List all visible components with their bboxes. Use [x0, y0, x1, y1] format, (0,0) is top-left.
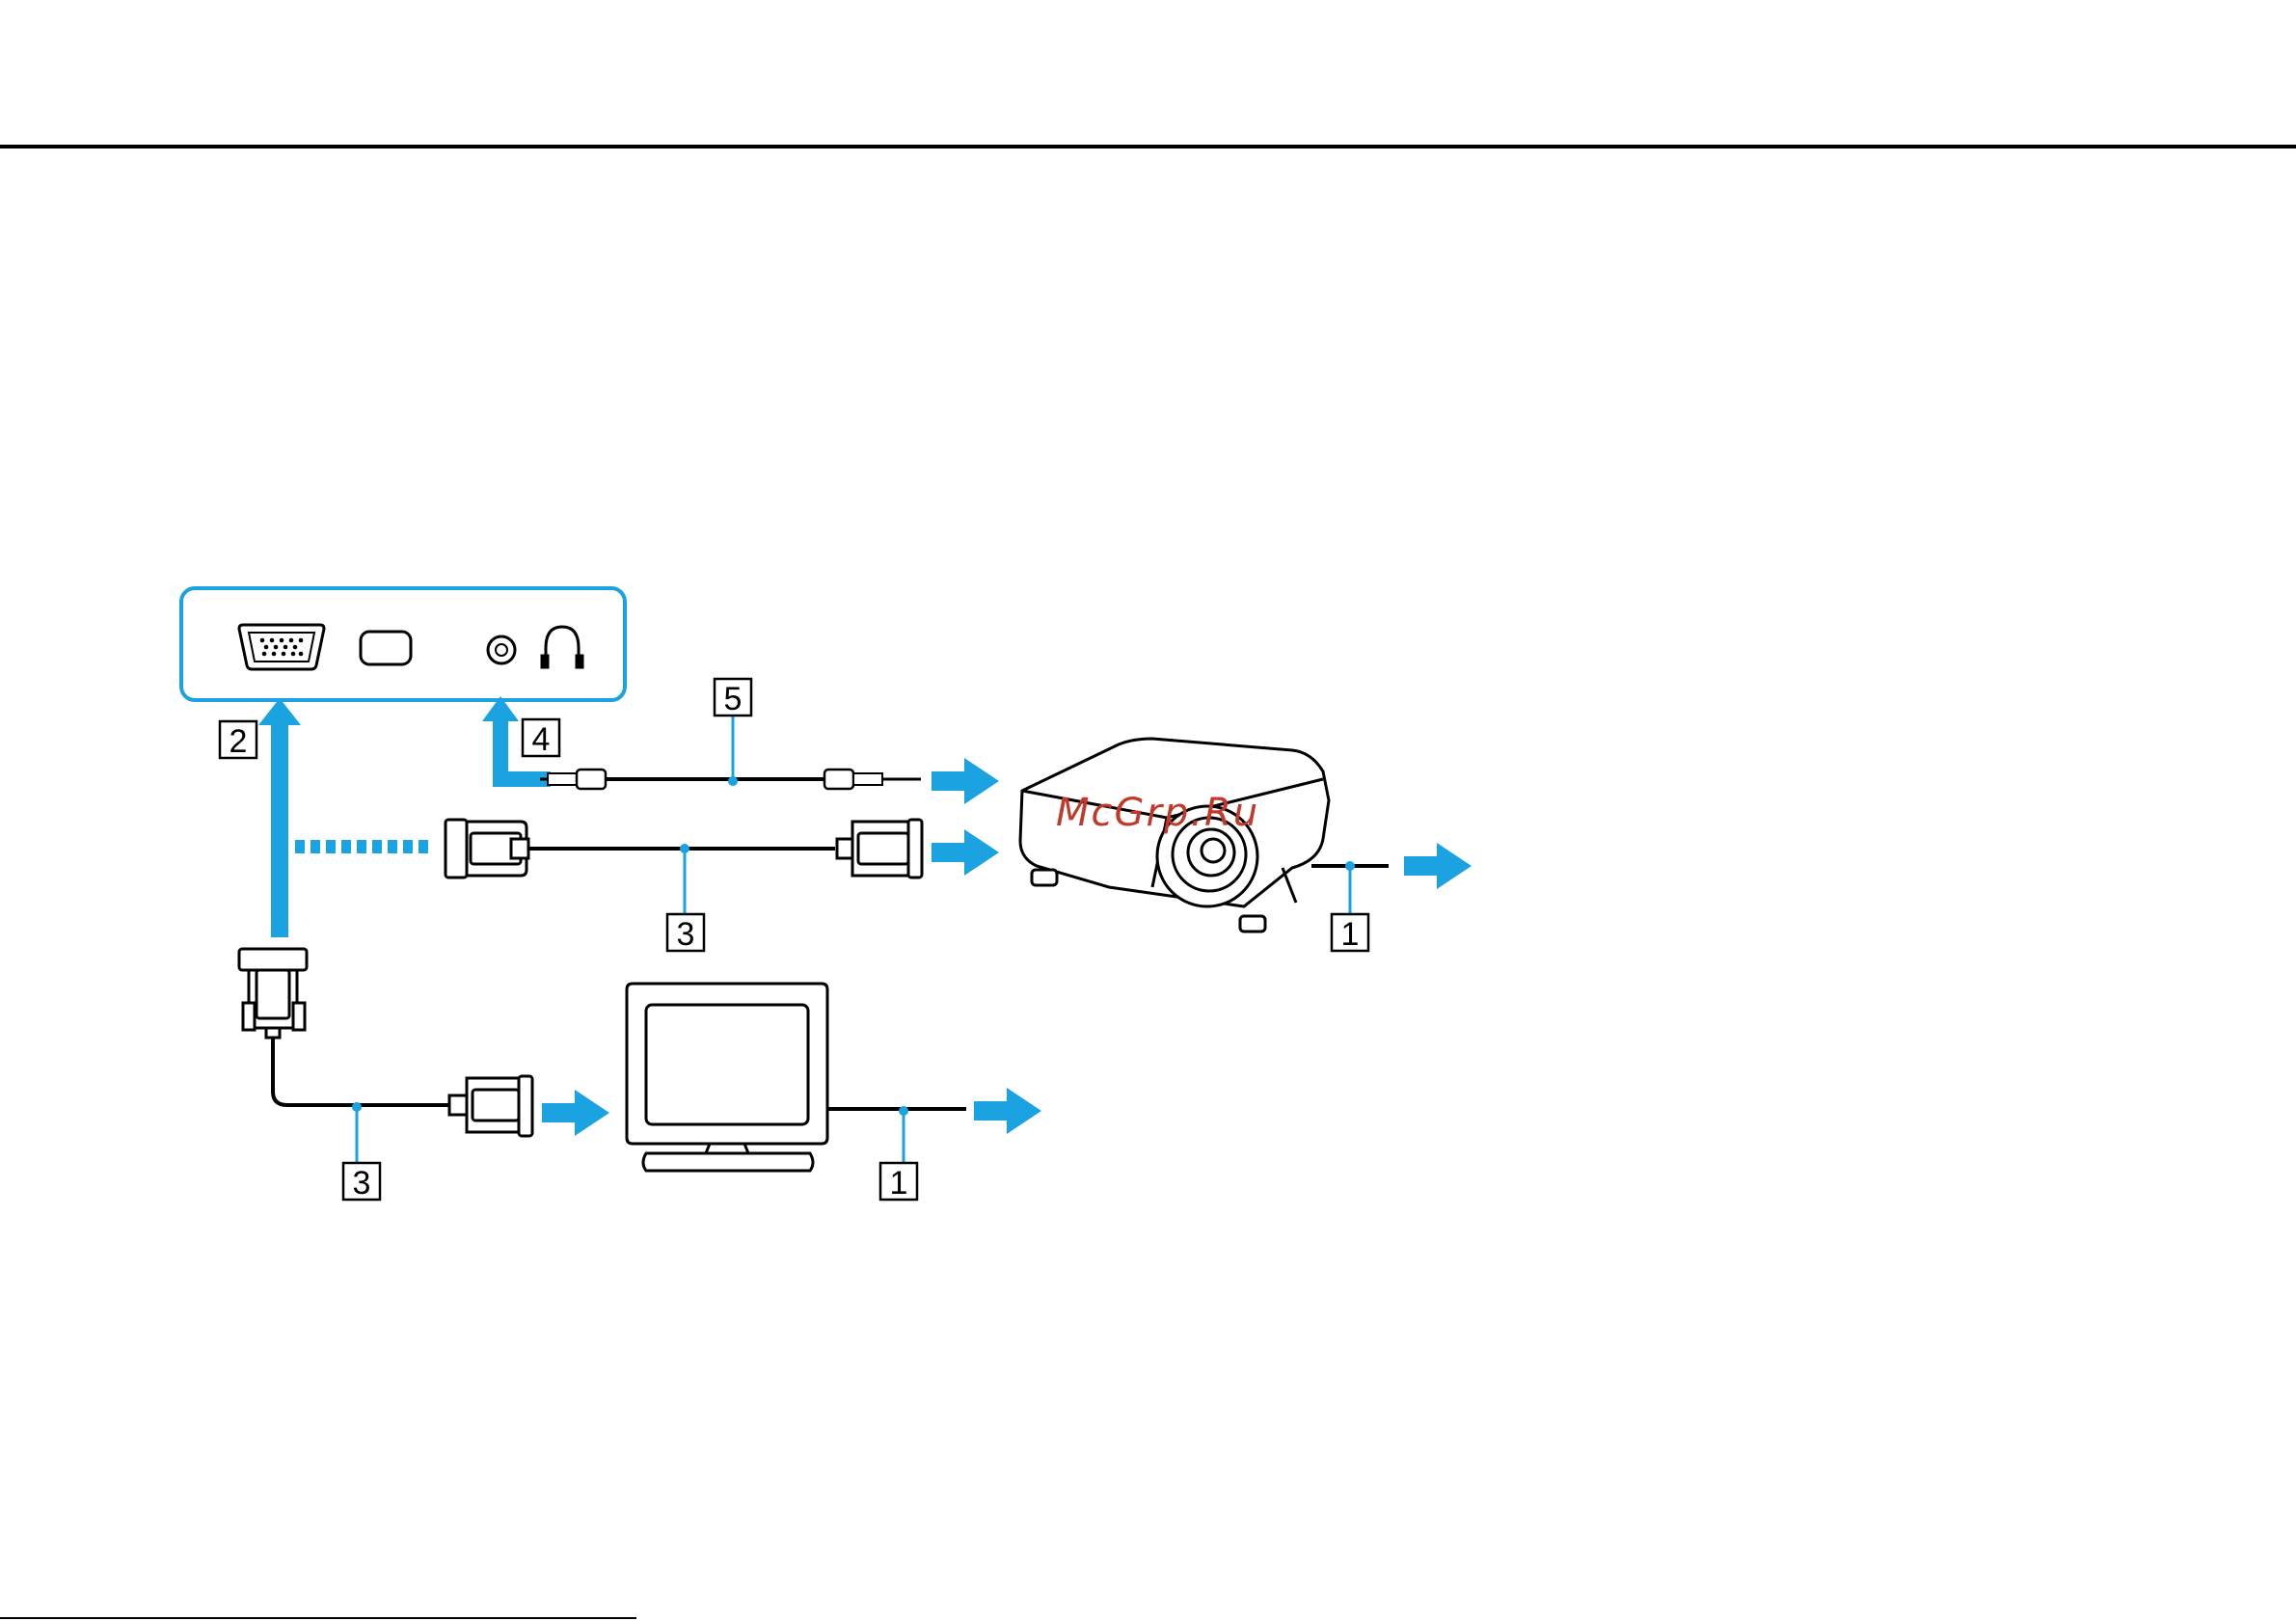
callout-1-monitor: 1: [890, 1165, 908, 1202]
callout-5: 5: [724, 681, 743, 717]
callout-3-projector: 3: [677, 916, 695, 953]
arrow-vga-to-projector: [932, 829, 999, 876]
arrow-vga-to-monitor: [542, 1090, 609, 1136]
headphone-jack-icon: [488, 636, 515, 663]
hdmi-port-icon: [361, 632, 411, 664]
arrow-audio-to-projector: [932, 758, 999, 804]
vga-port-icon: [239, 625, 324, 669]
footer-rule: [0, 1617, 636, 1619]
arrow-monitor-power: [974, 1088, 1041, 1134]
callout-2: 2: [230, 723, 248, 760]
headphones-icon: [542, 627, 582, 667]
projector-icon: [1020, 739, 1329, 932]
watermark: McGrp.Ru: [1056, 791, 1259, 835]
vga-plug-computer: [239, 949, 307, 1038]
monitor-icon: [627, 984, 827, 1171]
callout-3-monitor: 3: [353, 1165, 371, 1202]
vga-cable-monitor: [273, 1038, 449, 1105]
callout-1-projector: 1: [1341, 916, 1360, 953]
callout-4: 4: [532, 721, 551, 758]
dashed-link-segments: [295, 840, 428, 853]
arrow-to-vga-port: [258, 698, 301, 937]
arrow-projector-power: [1404, 843, 1472, 889]
vga-plug-monitor: [449, 1076, 532, 1136]
